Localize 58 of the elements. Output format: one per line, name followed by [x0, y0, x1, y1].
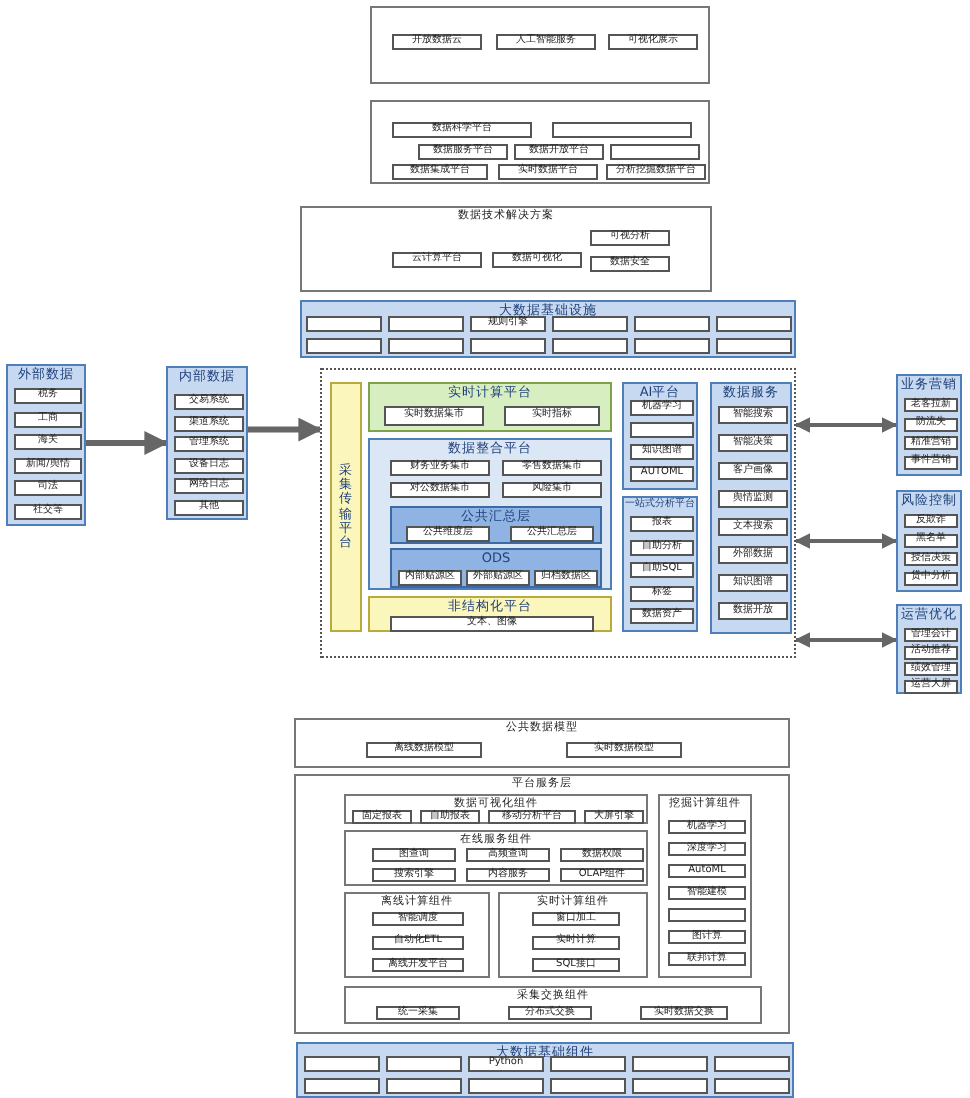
empty-box	[714, 1056, 790, 1072]
panel	[710, 382, 792, 634]
empty-box	[388, 338, 464, 354]
empty-box	[632, 1056, 708, 1072]
empty-box	[610, 144, 700, 160]
panel	[300, 206, 712, 292]
empty-box	[386, 1078, 462, 1094]
panel	[390, 548, 602, 588]
double-arrow	[794, 632, 898, 648]
panel	[368, 438, 612, 590]
panel	[390, 506, 602, 544]
empty-box	[386, 1056, 462, 1072]
panel	[498, 892, 648, 978]
dotted-frame	[320, 368, 796, 658]
empty-box	[306, 338, 382, 354]
empty-box	[716, 338, 792, 354]
panel	[622, 382, 698, 490]
panel	[6, 364, 86, 526]
empty-box	[550, 1056, 626, 1072]
empty-box	[304, 1056, 380, 1072]
panel	[368, 382, 612, 432]
panel	[896, 604, 962, 694]
empty-box	[306, 316, 382, 332]
empty-box	[388, 316, 464, 332]
empty-box	[630, 422, 694, 438]
panel	[370, 6, 710, 84]
empty-box	[304, 1078, 380, 1094]
panel	[368, 596, 612, 632]
empty-box	[470, 338, 546, 354]
panel	[344, 830, 648, 886]
empty-box	[552, 316, 628, 332]
empty-box	[714, 1078, 790, 1094]
empty-box	[634, 316, 710, 332]
empty-box	[634, 338, 710, 354]
panel	[296, 1042, 794, 1098]
panel	[344, 892, 490, 978]
empty-box	[552, 122, 692, 138]
empty-box	[468, 1078, 544, 1094]
panel	[166, 366, 248, 520]
arrow	[248, 417, 323, 442]
empty-box	[668, 908, 746, 922]
panel	[370, 100, 710, 184]
empty-box	[716, 316, 792, 332]
panel	[658, 794, 752, 978]
panel	[896, 374, 962, 476]
panel	[344, 986, 762, 1024]
panel	[294, 774, 790, 1034]
empty-box	[632, 1078, 708, 1094]
panel	[300, 300, 796, 358]
arrow	[86, 431, 169, 455]
panel	[344, 794, 648, 824]
double-arrow	[794, 533, 898, 549]
panel	[896, 490, 962, 592]
panel	[622, 496, 698, 632]
empty-box	[550, 1078, 626, 1094]
double-arrow	[794, 417, 898, 433]
panel	[294, 718, 790, 768]
empty-box	[552, 338, 628, 354]
